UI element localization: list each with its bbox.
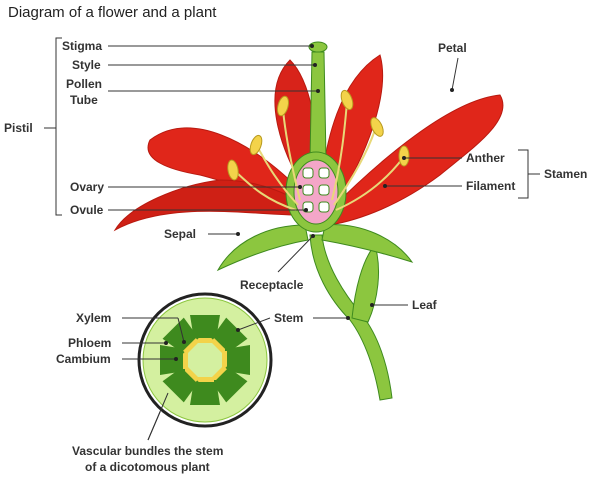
petal-dot <box>450 88 454 92</box>
anther <box>227 159 239 181</box>
label-receptacle: Receptacle <box>240 278 304 292</box>
xylem-dot <box>182 340 186 344</box>
phloem-dot <box>164 341 168 345</box>
label-filament: Filament <box>466 179 515 193</box>
stem-cross-section <box>137 292 273 428</box>
stem-dot <box>346 316 350 320</box>
label-stigma: Stigma <box>62 39 102 53</box>
filament <box>335 157 404 211</box>
stem-and-leaf <box>216 224 414 401</box>
label-ovule: Ovule <box>70 203 104 217</box>
receptacle-dot <box>311 234 315 238</box>
vascular-bundle <box>190 315 220 343</box>
anther <box>370 117 384 137</box>
label-stem: Stem <box>274 311 303 325</box>
sepal-left <box>216 224 309 272</box>
stem-cross-dot <box>236 328 240 332</box>
vascular-bundles <box>160 315 250 405</box>
pistil-bracket <box>55 37 62 216</box>
petal-left <box>113 179 306 232</box>
cambium-dot <box>174 357 178 361</box>
vascular-bundle <box>162 365 200 403</box>
label-ovary: Ovary <box>70 180 104 194</box>
sepal-dot <box>236 232 240 236</box>
vascular-bundle <box>160 345 188 375</box>
label-anther: Anther <box>466 151 505 165</box>
filament <box>333 129 376 206</box>
label-pistil: Pistil <box>4 121 33 135</box>
leaf <box>351 243 380 323</box>
ovule <box>302 184 314 196</box>
ovary-dot <box>298 185 302 189</box>
anther <box>340 89 354 111</box>
caption-arrow-2 <box>147 411 161 441</box>
label-stamen: Stamen <box>544 167 587 181</box>
vascular-bundle <box>222 345 250 375</box>
stamen-bracket <box>518 149 529 199</box>
label-phloem: Phloem <box>68 336 111 350</box>
ovule-dot <box>304 208 308 212</box>
vascular-bundle <box>162 317 200 355</box>
filament <box>282 109 301 201</box>
anther <box>277 95 289 117</box>
ovule <box>318 167 330 179</box>
leader-lines <box>44 37 540 441</box>
ovule <box>302 167 314 179</box>
label-pollen: Pollen <box>66 77 102 91</box>
vascular-bundle <box>190 377 220 405</box>
label-xylem: Xylem <box>76 311 111 325</box>
label-caption-line-2: of a dicotomous plant <box>85 460 210 474</box>
ovule <box>318 184 330 196</box>
filament <box>235 171 297 211</box>
stamens <box>235 101 404 211</box>
label-petal: Petal <box>438 41 467 55</box>
anther <box>249 134 263 156</box>
filament-dot <box>383 184 387 188</box>
stem <box>309 234 393 401</box>
filament <box>257 147 299 206</box>
stigma-dot <box>310 44 314 48</box>
filament <box>331 101 348 201</box>
vascular-bundle <box>210 317 248 355</box>
leaf-dot <box>370 303 374 307</box>
label-caption-line-1: Vascular bundles the stem <box>72 444 223 458</box>
pistil <box>285 41 347 233</box>
sepal-right <box>321 224 414 263</box>
anther-dot <box>402 156 406 160</box>
petal-right <box>329 94 504 226</box>
ovary-inner <box>293 159 339 225</box>
style-dot <box>313 63 317 67</box>
xylem-line-2 <box>177 317 185 343</box>
anthers <box>227 89 410 181</box>
ovule <box>318 201 330 213</box>
stem-cross-line <box>237 317 271 331</box>
labels: Stigma Style Pollen Tube Pistil Ovary Ov… <box>4 39 587 474</box>
label-style: Style <box>72 58 101 72</box>
receptacle-line <box>277 235 314 273</box>
stigma <box>308 41 328 53</box>
label-leaf: Leaf <box>412 298 438 312</box>
petals <box>113 54 504 232</box>
label-cambium: Cambium <box>56 352 111 366</box>
petal-line <box>451 57 459 91</box>
diagram-title: Diagram of a flower and a plant <box>8 4 217 21</box>
label-sepal: Sepal <box>164 227 196 241</box>
label-tube: Tube <box>70 93 98 107</box>
vascular-bundle <box>210 365 248 403</box>
pollen-tube-dot <box>316 89 320 93</box>
pistil-style <box>309 51 327 161</box>
